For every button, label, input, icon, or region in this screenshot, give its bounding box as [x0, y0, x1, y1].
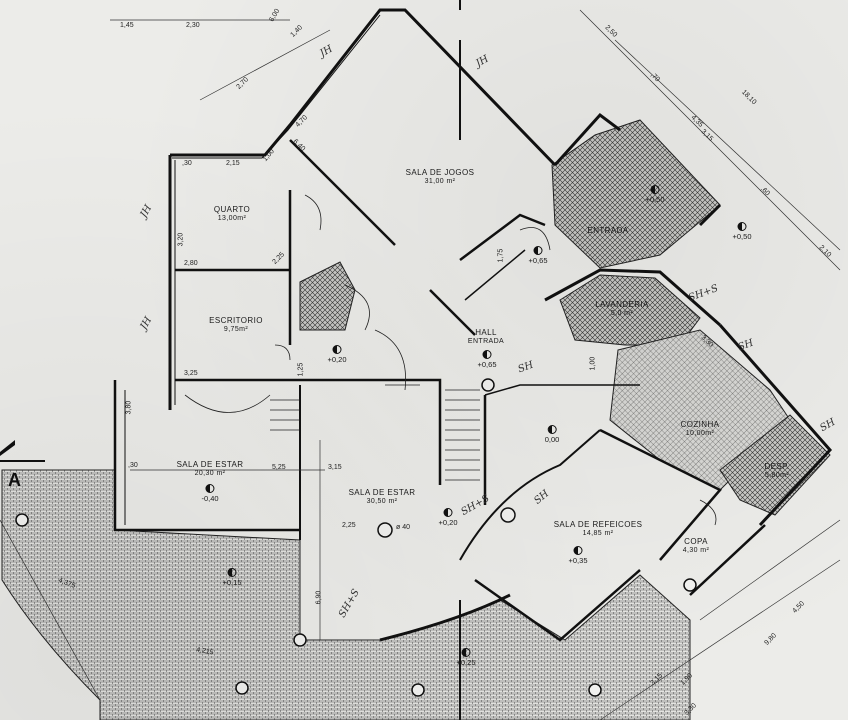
room-area: 5,0 m² [610, 310, 634, 317]
room-label-quarto: QUARTO 13,00m² [214, 205, 250, 222]
level-marker-escritorio-side: +0,20 [328, 345, 347, 364]
dimension-label: 1,75 [497, 248, 505, 263]
room-name: QUARTO [213, 205, 251, 214]
level-marker-terrace: +0,15 [223, 568, 242, 587]
level-marker-terrace-bottom: +0,25 [457, 648, 476, 667]
room-area: 14,85 m² [582, 530, 614, 537]
dimension-label: 2,80 [184, 260, 198, 267]
room-area: 10,00m² [685, 430, 715, 437]
dimension-label: ,30 [182, 160, 192, 167]
room-subname: ENTRADA [467, 338, 505, 345]
room-name: LAVANDERIA [595, 300, 649, 309]
room-area: 31,00 m² [424, 178, 456, 185]
dimension-label: 5,25 [272, 464, 286, 471]
room-label-entrada: ENTRADA [587, 226, 628, 235]
level-marker-estar-a: -0,40 [201, 484, 218, 503]
room-area: 13,00m² [217, 215, 247, 222]
room-label-escritorio: ESCRITORIO 9,75m² [209, 316, 263, 333]
room-name: ENTRADA [587, 226, 629, 235]
level-marker-hall: +0,65 [478, 350, 497, 369]
room-label-sala-jogos: SALA DE JOGOS 31,00 m² [406, 168, 475, 185]
room-name: SALA DE REFEICOES [553, 520, 643, 529]
dimension-label: 2,30 [186, 22, 200, 29]
room-name: SALA DE ESTAR [176, 460, 244, 469]
section-marker-a: A [8, 470, 21, 490]
level-marker-estar-b: +0,20 [439, 508, 458, 527]
room-name: SALA DE JOGOS [405, 168, 475, 177]
room-label-refeicoes: SALA DE REFEICOES 14,85 m² [554, 520, 643, 537]
dimension-label: 2,25 [342, 522, 356, 529]
room-name: COPA [684, 537, 708, 546]
room-label-hall: HALL ENTRADA [468, 328, 504, 345]
room-name: HALL [475, 328, 497, 337]
dimension-label: 6,90 [315, 590, 323, 605]
dimension-label: 1,00 [589, 356, 597, 371]
room-label-desp: DESP. 5,80m² [765, 462, 790, 479]
level-marker-refeicoes: +0,35 [569, 546, 588, 565]
room-label-sala-estar-b: SALA DE ESTAR 30,50 m² [349, 488, 416, 505]
room-area: 5,80m² [764, 472, 790, 479]
room-area: 9,75m² [223, 326, 249, 333]
walls [113, 8, 833, 642]
dimension-label: 3,25 [184, 370, 198, 377]
dimension-lines [0, 9, 841, 720]
room-label-sala-estar-a: SALA DE ESTAR 20,30 m² [177, 460, 244, 477]
stairs [270, 329, 480, 481]
dimension-label: 3,20 [177, 232, 185, 247]
room-name: COZINHA [680, 420, 720, 429]
dimension-label: 3,15 [328, 464, 342, 471]
tiled-floors [299, 119, 831, 516]
dimension-label: 2,15 [226, 160, 240, 167]
dimension-label: ø 40 [396, 524, 411, 531]
terrace-paving [1, 469, 691, 720]
room-label-lavanderia: LAVANDERIA 5,0 m² [595, 300, 649, 317]
room-name: DESP. [764, 462, 790, 471]
dimension-label: ,30 [128, 462, 138, 469]
level-marker-stair: 0,00 [545, 425, 560, 444]
dimension-label: 1,45 [120, 22, 134, 29]
columns [15, 378, 697, 697]
room-area: 30,50 m² [366, 498, 398, 505]
room-area: 4,30 m² [682, 547, 710, 554]
dimension-label: 3,80 [125, 400, 133, 415]
room-label-copa: COPA 4,30 m² [683, 537, 710, 554]
door-swings [184, 194, 717, 526]
level-marker-hall-top: +0,65 [529, 246, 548, 265]
dimension-label: 1,25 [297, 362, 305, 377]
room-name: ESCRITORIO [209, 316, 263, 325]
level-marker-entrada-right: +0,50 [733, 222, 752, 241]
level-marker-entrada: +0,50 [646, 185, 665, 204]
room-area: 20,30 m² [194, 470, 226, 477]
section-arrow [0, 440, 45, 462]
room-label-cozinha: COZINHA 10,00m² [681, 420, 720, 437]
room-name: SALA DE ESTAR [348, 488, 416, 497]
